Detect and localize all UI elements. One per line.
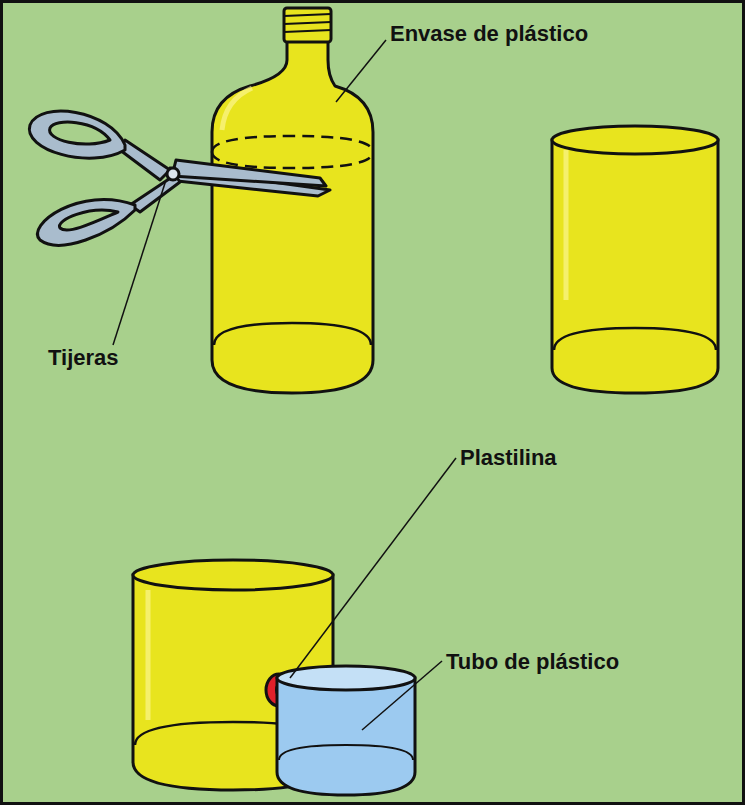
blue-cup (277, 666, 415, 795)
part-label: Envase de plástico (390, 22, 588, 46)
part-label: Tijeras (48, 346, 119, 370)
part-label: Tubo de plástico (446, 650, 619, 674)
plastic-bottle (212, 8, 373, 393)
leader-lines (113, 40, 456, 730)
cut-container (552, 126, 718, 393)
part-label: Plastilina (460, 446, 557, 470)
scissors (29, 111, 330, 245)
